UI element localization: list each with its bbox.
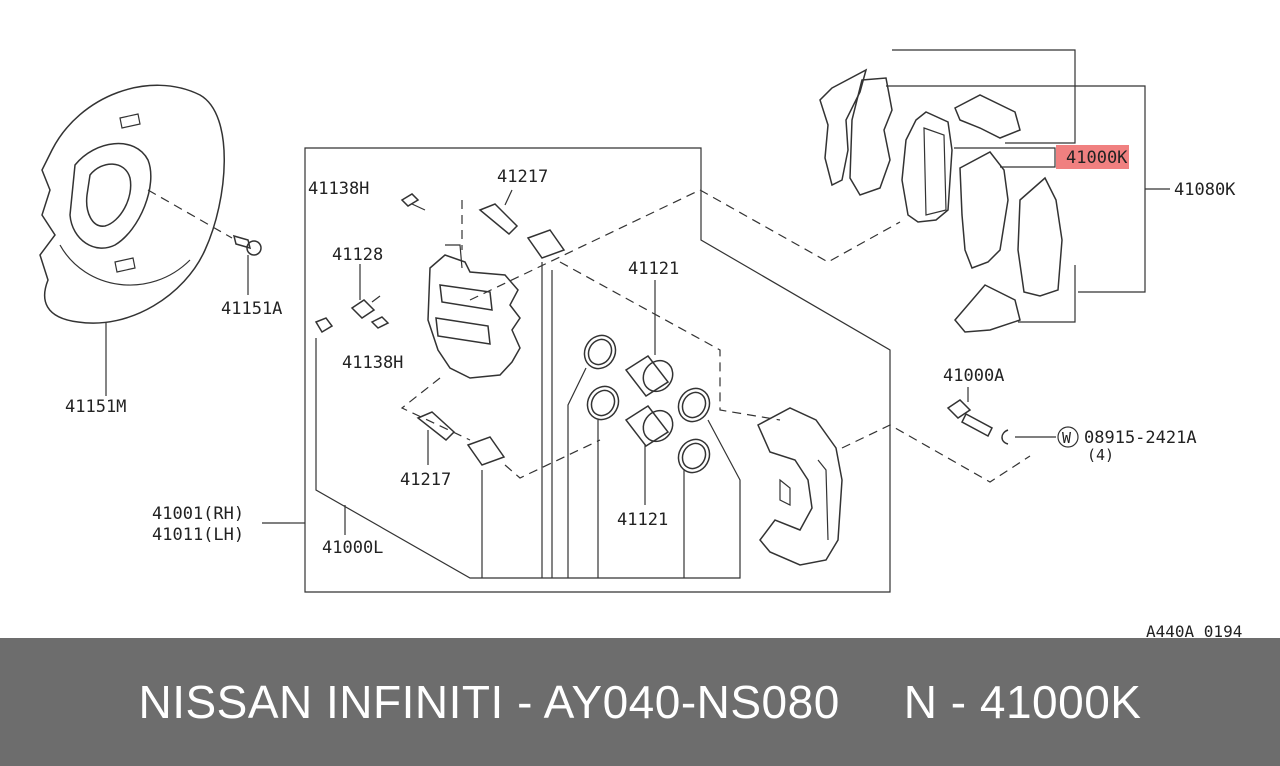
label-41011-lh: 41011(LH) — [152, 525, 244, 545]
label-41000K: 41000K — [1066, 148, 1128, 168]
piston-seals — [583, 334, 711, 474]
caliper-body — [427, 244, 521, 379]
caliper-bracket — [757, 407, 843, 566]
figure-code: A440A 0194 — [1146, 622, 1242, 640]
dust-shield-bolt — [232, 234, 262, 256]
label-41001-rh: 41001(RH) — [152, 504, 244, 524]
dust-shield — [39, 84, 225, 324]
label-41217-top: 41217 — [497, 167, 548, 187]
washer-symbol: W — [1062, 429, 1072, 447]
label-41151A: 41151A — [221, 299, 282, 319]
pistons — [624, 354, 674, 448]
label-41080K: 41080K — [1174, 180, 1236, 200]
label-41138H-mid: 41138H — [342, 353, 403, 373]
label-08915-2421A: 08915-2421A — [1084, 428, 1197, 448]
washer-symbol-circle — [1057, 426, 1079, 448]
footer-part-number: N - 41000K — [903, 676, 1142, 728]
bleeder-and-bolts — [314, 193, 566, 466]
footer-vehicle-code: NISSAN INFINITI - AY040-NS080 — [138, 676, 840, 728]
label-41217-bot: 41217 — [400, 470, 451, 490]
label-41121-bot: 41121 — [617, 510, 668, 530]
label-quantity: (4) — [1087, 446, 1114, 464]
brake-caliper-diagram: 41151M 41151A 41138H 41217 41128 41138H … — [39, 49, 1242, 640]
label-41151M: 41151M — [65, 397, 126, 417]
brake-pads — [819, 68, 1063, 333]
label-41000L: 41000L — [322, 538, 383, 558]
highlight-box — [1056, 145, 1129, 169]
label-41138H-top: 41138H — [308, 179, 369, 199]
label-41128: 41128 — [332, 245, 383, 265]
guide-bolt — [946, 399, 1009, 445]
part-number-banner: NISSAN INFINITI - AY040-NS080 N - 41000K — [0, 638, 1280, 766]
label-41121-top: 41121 — [628, 259, 679, 279]
label-41000A: 41000A — [943, 366, 1004, 386]
